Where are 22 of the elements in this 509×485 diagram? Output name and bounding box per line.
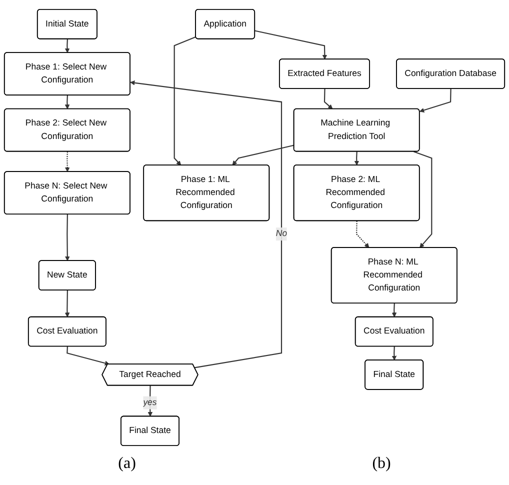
- edge-label: yes: [143, 398, 157, 408]
- arrow: [414, 151, 432, 248]
- arrow: [64, 39, 70, 53]
- arrow: [392, 346, 397, 360]
- panel-label: (a): [118, 455, 136, 473]
- arrow: [324, 88, 333, 110]
- arrow: [254, 30, 328, 60]
- arrow: [64, 290, 70, 318]
- arrow: [392, 303, 397, 318]
- arrow: [354, 152, 360, 166]
- arrow: [130, 80, 282, 368]
- arrow: [232, 144, 294, 166]
- panel-label: (b): [372, 455, 391, 473]
- arrow: [419, 88, 452, 113]
- arrow: [64, 152, 70, 172]
- arrow: [148, 386, 153, 417]
- arrow: [174, 36, 196, 166]
- arrow: [64, 95, 70, 110]
- edge-label: No: [276, 229, 288, 238]
- arrow: [65, 214, 70, 262]
- arrow: [356, 220, 370, 248]
- arrow: [66, 346, 110, 366]
